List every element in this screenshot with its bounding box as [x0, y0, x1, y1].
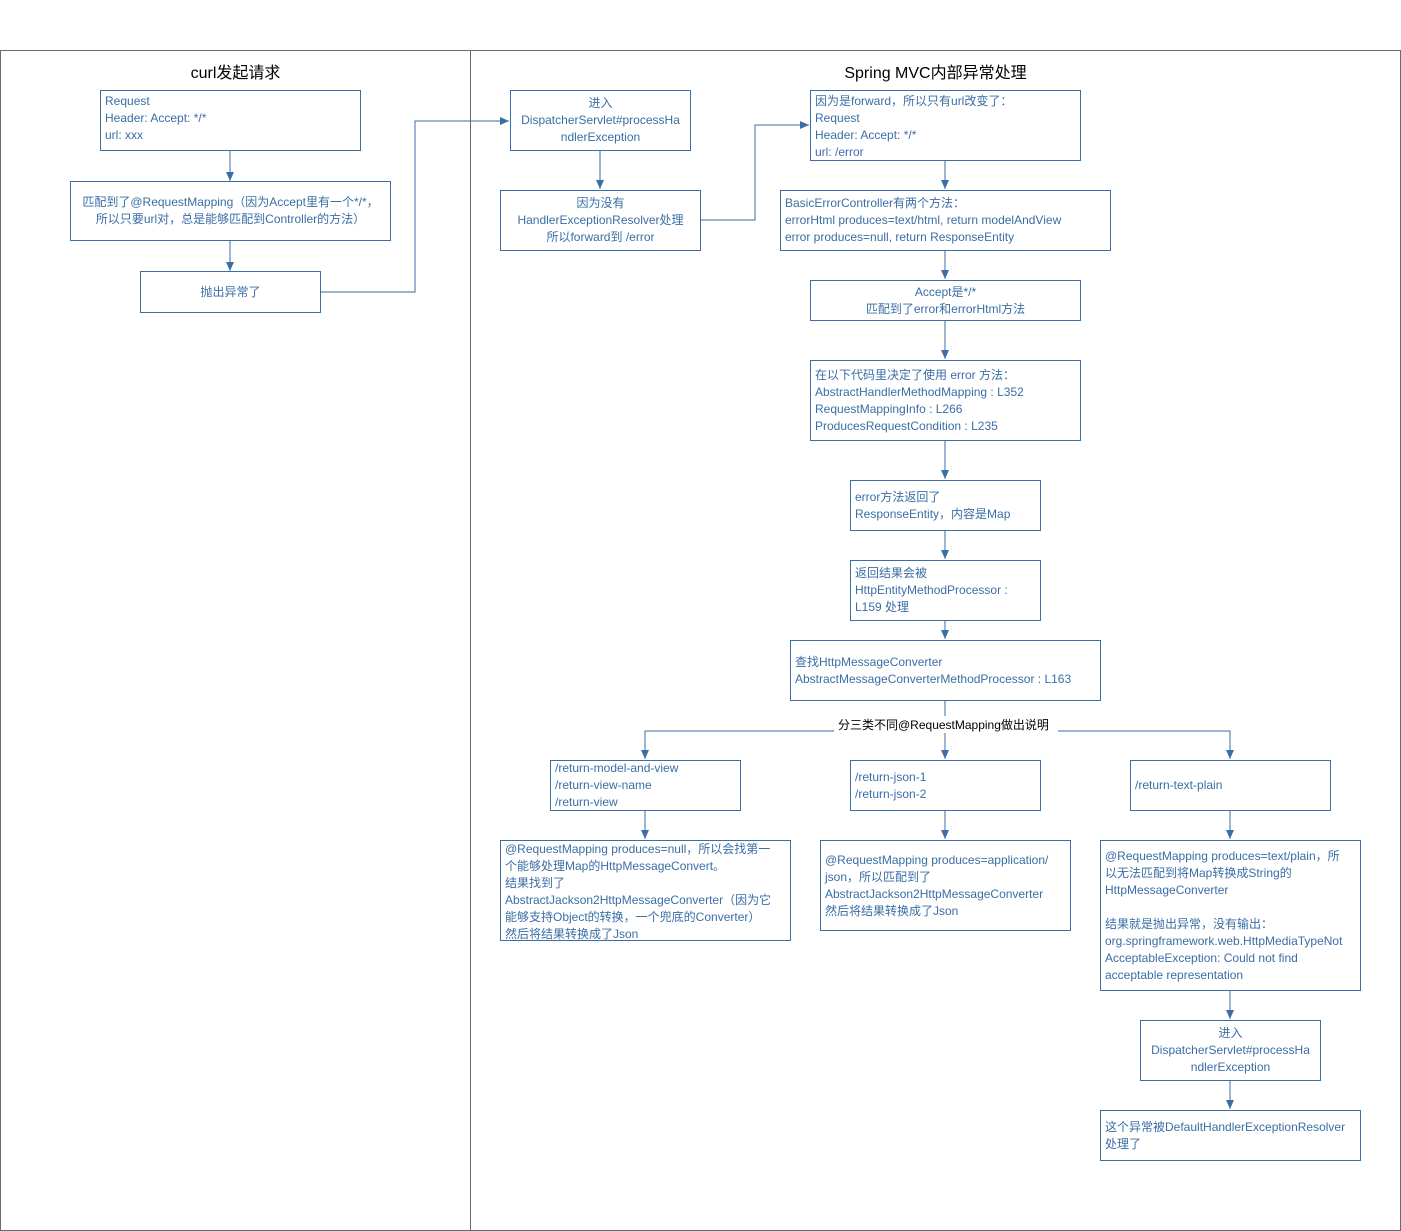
node-mav-text: /return-model-and-view /return-view-name… [555, 761, 679, 809]
node-find-converter: 查找HttpMessageConverter AbstractMessageCo… [790, 640, 1101, 701]
node-match-requestmapping: 匹配到了@RequestMapping（因为Accept里有一个*/*， 所以只… [70, 181, 391, 241]
node-json-text: /return-json-1 /return-json-2 [855, 769, 927, 801]
node-default-resolver: 这个异常被DefaultHandlerExceptionResolver 处理了 [1100, 1110, 1361, 1161]
node-request-text: Request Header: Accept: */* url: xxx [105, 94, 207, 142]
edge-split-right [1058, 730, 1234, 759]
node-forward-text: 因为是forward，所以只有url改变了： Request Header: A… [815, 94, 1013, 159]
node-text-text: /return-text-plain [1135, 778, 1223, 792]
node-handled-text: 返回结果会被 HttpEntityMethodProcessor : L159 … [855, 566, 1008, 614]
node-return-json: /return-json-1 /return-json-2 [850, 760, 1041, 811]
node-accept-text: Accept是*/* 匹配到了error和errorHtml方法 [865, 284, 1026, 316]
edge-noresolver-to-forward [700, 121, 809, 221]
node-decide-text: 在以下代码里决定了使用 error 方法： AbstractHandlerMet… [815, 367, 1024, 433]
edge-split-left [641, 730, 840, 759]
node-dispatcher-2-text: 进入 DispatcherServlet#processHa ndlerExce… [1151, 1026, 1310, 1074]
node-accept-match: Accept是*/* 匹配到了error和errorHtml方法 [810, 280, 1081, 321]
node-handled-by-processor: 返回结果会被 HttpEntityMethodProcessor : L159 … [850, 560, 1041, 621]
node-throw-exception: 抛出异常了 [140, 271, 321, 313]
node-dispatcher-1-text: 进入 DispatcherServlet#processHa ndlerExce… [521, 96, 680, 144]
node-error-returns: error方法返回了 ResponseEntity，内容是Map [850, 480, 1041, 531]
node-basic-error-controller: BasicErrorController有两个方法： errorHtml pro… [780, 190, 1111, 251]
node-text-detail: @RequestMapping produces=text/plain，所 以无… [1100, 840, 1361, 991]
node-match-text: 匹配到了@RequestMapping（因为Accept里有一个*/*， 所以只… [82, 195, 379, 226]
node-text-detail-text: @RequestMapping produces=text/plain，所 以无… [1105, 848, 1343, 982]
node-request: Request Header: Accept: */* url: xxx [100, 90, 361, 151]
node-no-resolver-text: 因为没有 HandlerExceptionResolver处理 所以forwar… [517, 196, 684, 244]
node-basic-text: BasicErrorController有两个方法： errorHtml pro… [785, 196, 1062, 244]
node-json-detail: @RequestMapping produces=application/ js… [820, 840, 1071, 931]
node-mav-detail-text: @RequestMapping produces=null，所以会找第一 个能够… [505, 842, 772, 941]
node-return-text-plain: /return-text-plain [1130, 760, 1331, 811]
node-throw-text: 抛出异常了 [200, 284, 261, 299]
node-errorret-text: error方法返回了 ResponseEntity，内容是Map [855, 489, 1011, 521]
edge-throw-to-dispatcher [320, 117, 509, 293]
node-mav-detail: @RequestMapping produces=null，所以会找第一 个能够… [500, 840, 791, 941]
node-json-detail-text: @RequestMapping produces=application/ js… [825, 852, 1049, 918]
lane-title-curl-request: curl发起请求 [190, 65, 281, 82]
node-forward: 因为是forward，所以只有url改变了： Request Header: A… [810, 90, 1081, 161]
node-return-model-and-view: /return-model-and-view /return-view-name… [550, 760, 741, 811]
lane-title-spring-mvc: Spring MVC内部异常处理 [844, 65, 1027, 82]
node-decide-error-method: 在以下代码里决定了使用 error 方法： AbstractHandlerMet… [810, 360, 1081, 441]
node-no-resolver: 因为没有 HandlerExceptionResolver处理 所以forwar… [500, 190, 701, 251]
node-default-resolver-text: 这个异常被DefaultHandlerExceptionResolver 处理了 [1105, 1119, 1346, 1151]
node-dispatcher-2: 进入 DispatcherServlet#processHa ndlerExce… [1140, 1020, 1321, 1081]
edge-label-split: 分三类不同@RequestMapping做出说明 [834, 716, 1053, 733]
node-findconv-text: 查找HttpMessageConverter AbstractMessageCo… [795, 654, 1072, 686]
node-dispatcher-1: 进入 DispatcherServlet#processHa ndlerExce… [510, 90, 691, 151]
